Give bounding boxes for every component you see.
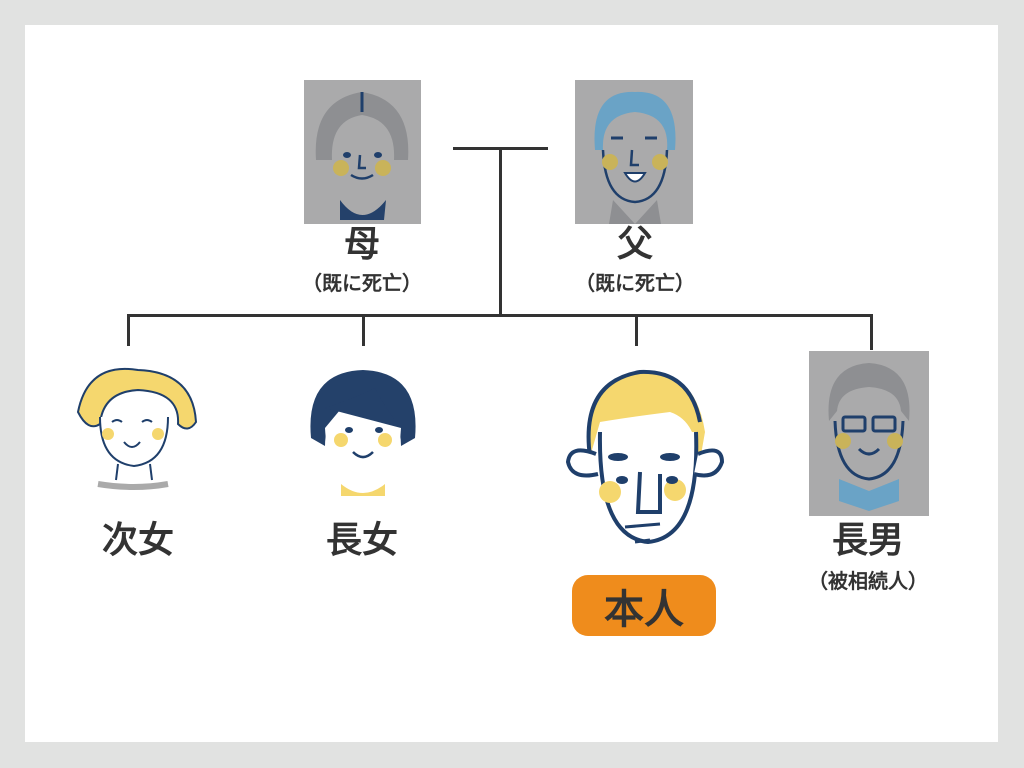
mother-label: 母 (343, 224, 381, 265)
eldest-son-label: 長男 (831, 520, 905, 561)
drop-line-self (635, 314, 638, 346)
eldest-daughter-illustration (305, 368, 421, 500)
eldest-son-decedent-note: （被相続人） (808, 569, 928, 593)
mother-portrait (304, 80, 421, 224)
second-daughter-illustration (68, 362, 200, 490)
sibling-line (127, 314, 873, 317)
father-label: 父 (616, 224, 654, 265)
drop-line-eldest-son (870, 314, 873, 350)
self-illustration (560, 362, 726, 552)
drop-line-second-daughter (127, 314, 130, 346)
father-deceased-note: （既に死亡） (575, 271, 695, 295)
eldest-son-portrait (809, 351, 929, 516)
parent-descent-line (499, 147, 502, 317)
mother-deceased-note: （既に死亡） (302, 271, 422, 295)
self-badge: 本人 (572, 575, 716, 636)
father-portrait (575, 80, 693, 224)
drop-line-eldest-daughter (362, 314, 365, 346)
eldest-daughter-label: 長女 (325, 520, 399, 561)
second-daughter-label: 次女 (101, 520, 175, 561)
